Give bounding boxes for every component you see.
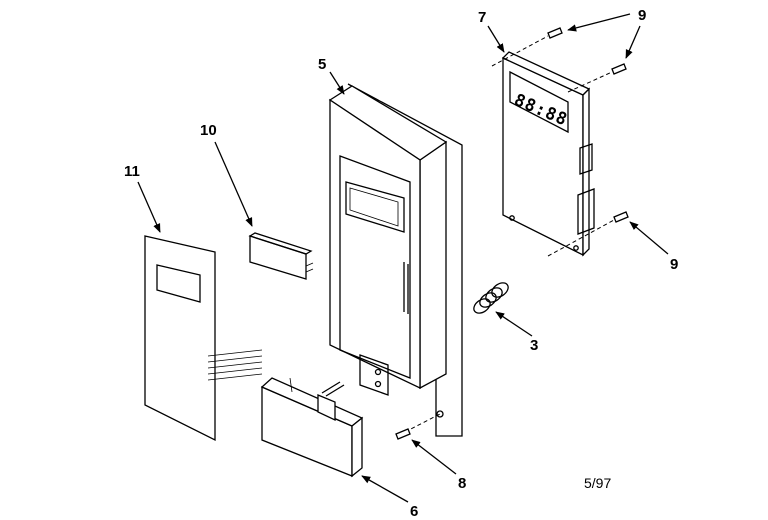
part-10-small-cover (248, 232, 314, 280)
callout-7: 7 (478, 9, 486, 26)
callout-11: 11 (124, 163, 140, 180)
leader-arrows (137, 13, 669, 503)
screw-9-low (547, 211, 629, 257)
callout-10: 10 (200, 122, 217, 139)
callout-6: 6 (410, 503, 418, 520)
date-code: 5/97 (584, 475, 611, 491)
callout-9-top: 9 (638, 7, 646, 24)
part-5-control-housing (328, 83, 463, 437)
part-3-spring (473, 282, 509, 314)
part-11-keypad-membrane (144, 235, 263, 442)
screw-9-mid (567, 63, 627, 93)
screw-8 (395, 413, 441, 440)
callout-5: 5 (318, 56, 326, 73)
callout-9-low: 9 (670, 256, 678, 273)
callout-3: 3 (530, 337, 538, 354)
part-7-circuit-board: 88:88 (501, 51, 595, 257)
callout-8: 8 (458, 475, 466, 492)
screw-9-top (491, 27, 563, 67)
part-6-release-button (260, 377, 364, 478)
